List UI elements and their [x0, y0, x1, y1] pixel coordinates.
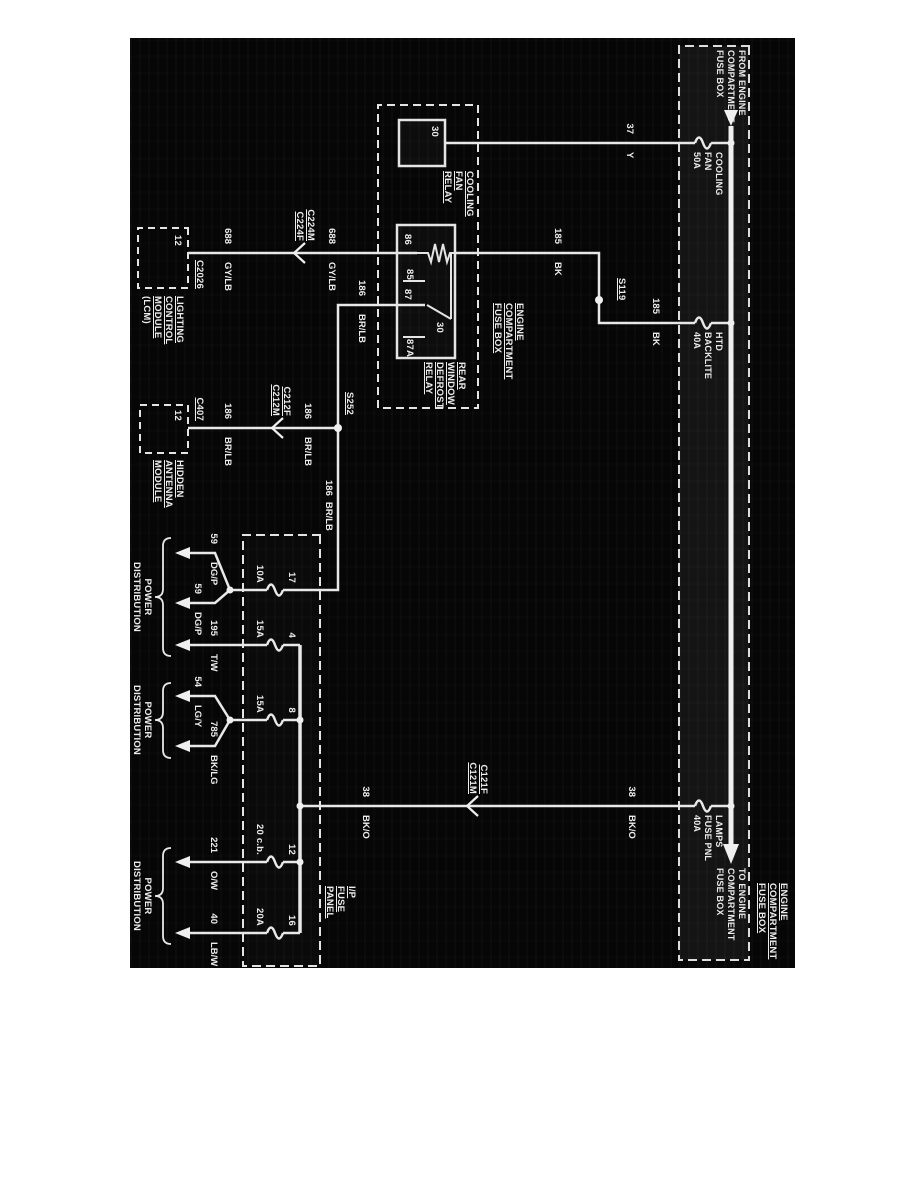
connector-label-c2026: C2026 [194, 260, 205, 289]
splice-s252-dot [334, 424, 342, 432]
cooling-relay-terminal-30: 30 [429, 126, 440, 137]
relay-boxes [377, 104, 479, 409]
splice-label-s119: S119 [616, 278, 627, 301]
ip-rating-20a: 20A [254, 907, 265, 926]
inline-connector-icons [270, 242, 479, 817]
ip-terminal-4: 4 [286, 632, 297, 638]
fuse-htd-backlite-label: HTD BACKLITE 40A [692, 332, 724, 380]
power-distribution-label-3: POWER DISTRIBUTION [131, 861, 153, 931]
bus-in-arrow-icon [724, 110, 738, 126]
wiring-diagram: FROM ENGINE COMPARTMENT FUSE BOX TO ENGI… [130, 38, 795, 968]
ip-rating-10a: 10A [254, 564, 265, 583]
to-fuse-box-label: TO ENGINE COMPARTMENT FUSE BOX [715, 868, 747, 941]
splice-s119-dot [595, 296, 603, 304]
defrost-terminal-86: 86 [402, 234, 413, 245]
ip-terminal-8: 8 [286, 707, 297, 713]
lcm-terminal-12: 12 [172, 235, 183, 246]
ip-rating-20cb: 20 c.b. [254, 824, 265, 855]
distribution-arrow-icons [175, 547, 190, 939]
from-fuse-box-label: FROM ENGINE COMPARTMENT FUSE BOX [715, 50, 747, 123]
defrost-terminal-87: 87 [402, 289, 413, 300]
fuse-cooling-fan-label: COOLING FAN 50A [692, 152, 724, 196]
ip-terminal-17: 17 [286, 572, 297, 583]
connector-label-c121: C121F C121M [467, 762, 489, 794]
ip-fuse-panel-label: I/P FUSE PANEL [324, 886, 357, 919]
component-boxes [137, 227, 321, 967]
antenna-module-label: HIDDEN ANTENNA MODULE [152, 460, 185, 508]
antenna-terminal-12: 12 [172, 410, 183, 421]
junction-dots [226, 139, 735, 866]
connector-label-c212: C212F C212M [270, 384, 292, 416]
wiring-linework [137, 45, 750, 967]
bus-out-arrow-icon [723, 844, 739, 864]
fuse-lamps-label: LAMPS FUSE PNL 40A [692, 815, 724, 862]
ip-rating-15a-2: 15A [254, 694, 265, 713]
cooling-fan-relay-label: COOLING FAN RELAY [442, 171, 475, 217]
relay-box-title: ENGINE COMPARTMENT FUSE BOX [492, 303, 525, 380]
power-distribution-label-1: POWER DISTRIBUTION [131, 562, 153, 632]
connector-label-c407: C407 [194, 397, 205, 421]
lcm-label: LIGHTING CONTROL MODULE (LCM) [141, 296, 185, 345]
fuse-box-band-shapes [678, 45, 750, 961]
defrost-relay-label: REAR WINDOW DEFROST RELAY [423, 362, 467, 409]
group-braces [154, 537, 172, 945]
ip-rating-15a-1: 15A [254, 619, 265, 638]
splice-label-s252: S252 [344, 392, 355, 415]
ip-terminal-12: 12 [286, 844, 297, 855]
fuse-box-title: ENGINE COMPARTMENT FUSE BOX [756, 883, 789, 960]
connector-label-c224: C224M C224F [294, 209, 316, 241]
ip-terminal-16: 16 [286, 915, 297, 926]
defrost-terminal-30: 30 [434, 322, 445, 333]
power-distribution-label-2: POWER DISTRIBUTION [131, 685, 153, 755]
defrost-terminal-85: 85 [404, 269, 415, 280]
circuit-wires [188, 136, 731, 813]
defrost-terminal-87a: 87A [404, 339, 415, 358]
